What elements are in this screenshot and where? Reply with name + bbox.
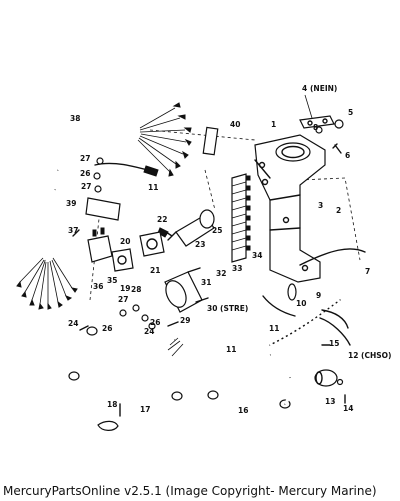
callout-c5: 5 <box>348 108 353 117</box>
screw-6 <box>332 143 342 154</box>
callout-c16: 16 <box>238 406 248 415</box>
clamp-18 <box>97 403 121 431</box>
callout-c24b: 24 <box>144 327 154 336</box>
plate-19 <box>111 248 134 272</box>
ignition-switch-23 <box>157 209 215 247</box>
wire-harness-lower <box>16 188 78 310</box>
callout-c26c: 26 <box>150 318 160 327</box>
callout-c17: 17 <box>140 405 150 414</box>
callout-c26a: 26 <box>80 169 90 178</box>
callout-c35: 35 <box>107 276 117 285</box>
callout-c26b: 26 <box>102 324 112 333</box>
callout-c21: 21 <box>150 266 160 275</box>
callout-c32: 32 <box>216 269 226 278</box>
callout-c28: 28 <box>131 285 141 294</box>
callout-c38: 38 <box>70 114 80 123</box>
starter-motor-30 <box>164 267 209 313</box>
callout-c39: 39 <box>66 199 76 208</box>
callout-c3: 3 <box>318 201 323 210</box>
callout-c30: 30 (STRE) <box>207 304 248 313</box>
callout-c4b: (NEIN) <box>310 84 337 93</box>
callout-c14: 14 <box>343 404 353 413</box>
callout-c6: 6 <box>345 151 350 160</box>
callout-c11c: 11 <box>226 345 236 354</box>
key-22 <box>157 227 169 238</box>
nut-5 <box>334 119 344 129</box>
callout-c23: 23 <box>195 240 205 249</box>
callout-c11b: 11 <box>269 324 279 333</box>
wire-harness-upper <box>54 102 192 177</box>
callout-c27a: 27 <box>80 154 90 163</box>
screw-37 <box>72 229 80 237</box>
callout-c37: 37 <box>68 226 78 235</box>
callout-c12: 12 (CHSO) <box>348 351 391 360</box>
battery-cable-group <box>68 326 293 409</box>
bracket-39 <box>85 197 121 221</box>
callout-c1: 1 <box>271 120 276 129</box>
callout-c10: 10 <box>296 299 306 308</box>
choke-solenoid-12 <box>314 369 346 404</box>
label-decal-40 <box>202 126 219 156</box>
wire-plug-group-upper <box>93 157 159 193</box>
callout-c4: 4 <box>302 84 307 93</box>
callout-c27c: 27 <box>118 295 128 304</box>
callout-c9: 9 <box>316 291 321 300</box>
washer-8 <box>315 126 323 134</box>
callout-c2: 2 <box>336 206 341 215</box>
plate-21 <box>139 231 165 257</box>
wire-harness-right <box>262 248 366 348</box>
callout-c20: 20 <box>120 237 130 246</box>
callout-c29: 29 <box>180 316 190 325</box>
relay-bracket-4 <box>299 94 335 129</box>
callout-c7: 7 <box>365 267 370 276</box>
callout-c8: 8 <box>313 123 318 132</box>
callout-c27b: 27 <box>81 182 91 191</box>
callout-c25: 25 <box>212 226 222 235</box>
callout-c36: 36 <box>93 282 103 291</box>
callout-c40: 40 <box>230 120 240 129</box>
mounting-bracket-1 <box>254 134 326 283</box>
callout-c18: 18 <box>107 400 117 409</box>
terminal-block-33 <box>231 173 251 263</box>
callout-c34: 34 <box>252 251 262 260</box>
callout-c33: 33 <box>232 264 242 273</box>
callout-c19: 19 <box>120 284 130 293</box>
callout-c24a: 24 <box>68 319 78 328</box>
callout-c31: 31 <box>201 278 211 287</box>
copyright-footer: MercuryPartsOnline v2.5.1 (Image Copyrig… <box>3 484 377 498</box>
callout-c11a: 11 <box>148 183 158 192</box>
callout-c22: 22 <box>157 215 167 224</box>
callout-c13: 13 <box>325 397 335 406</box>
callout-c15: 15 <box>329 339 339 348</box>
relay-36 <box>87 227 113 263</box>
